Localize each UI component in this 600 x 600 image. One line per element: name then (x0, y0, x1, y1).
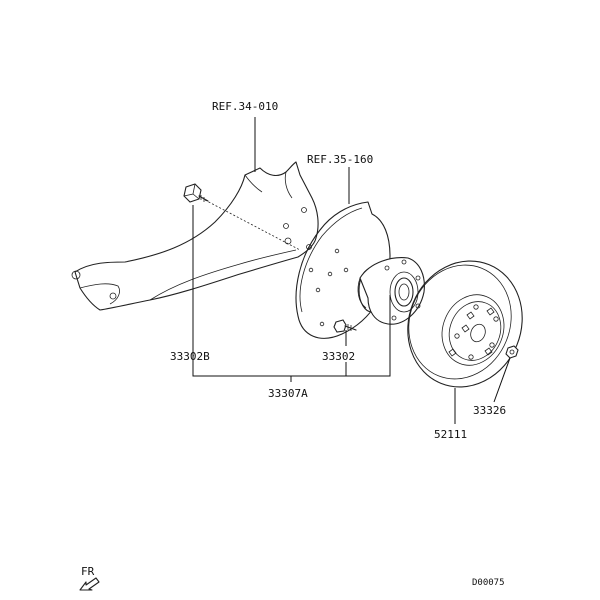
front-direction-arrow-icon (79, 577, 100, 591)
label-bolt-33302b: 33302B (170, 350, 210, 363)
label-assembly-33307a: 33307A (268, 387, 308, 400)
leader-lines (192, 117, 511, 424)
bolt-33302b (183, 183, 209, 203)
hub-bolt (333, 319, 357, 333)
direction-label: FR (81, 565, 95, 578)
label-hub-33302: 33302 (322, 350, 355, 363)
hub-assembly (357, 257, 425, 325)
diagram-code: D00075 (472, 578, 505, 588)
label-disc-52111: 52111 (434, 428, 467, 441)
brake-disc (407, 260, 523, 388)
backing-plate (295, 201, 391, 339)
label-ref-backplate: REF.35-160 (307, 153, 373, 166)
nut-33326 (505, 345, 519, 359)
label-nut-33326: 33326 (473, 404, 506, 417)
bolt-axis-line (204, 199, 301, 251)
knuckle-arm (71, 161, 319, 311)
label-ref-knuckle: REF.34-010 (212, 100, 278, 113)
